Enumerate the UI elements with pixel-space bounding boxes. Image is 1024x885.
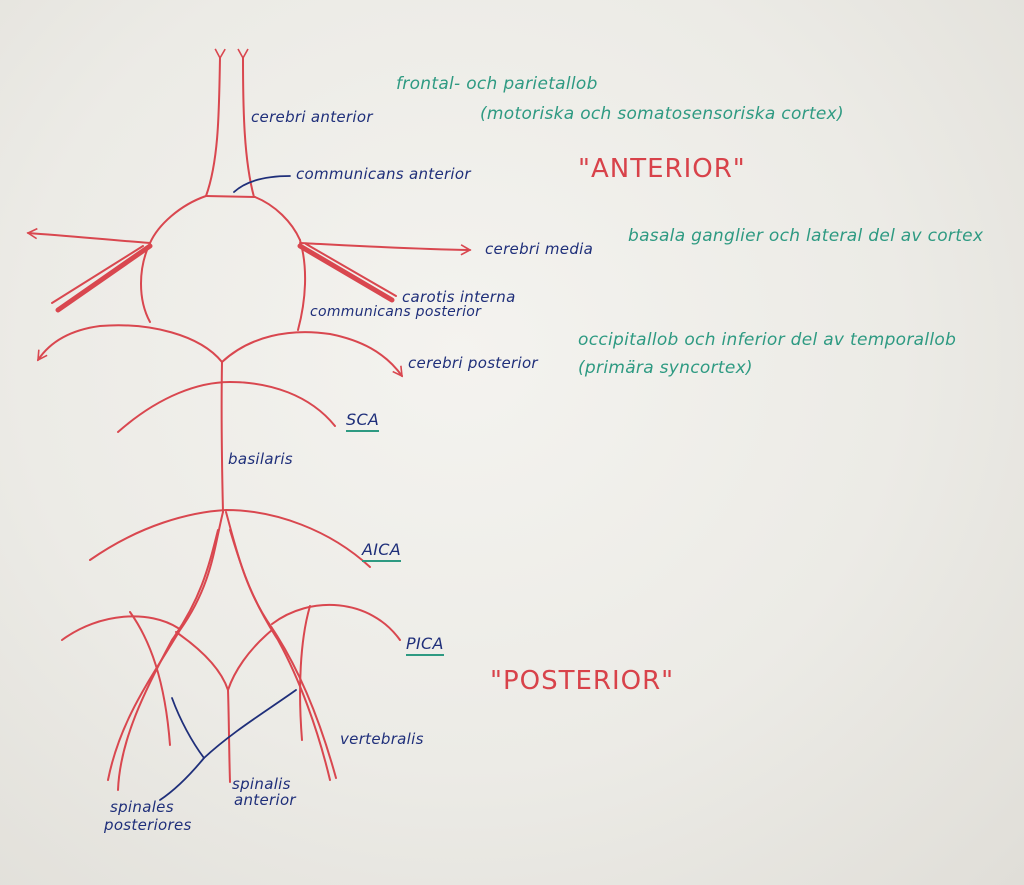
label-spinalis-anterior-line1: spinalis [232,775,291,793]
label-cerebri-media: cerebri media [485,240,594,258]
title-posterior: "POSTERIOR" [490,666,675,696]
pointer-lines [159,175,297,801]
artery-lines [26,48,472,791]
cerebri-posterior-right-line [221,331,403,378]
region-posterior-line2: (primära syncortex) [578,358,753,378]
label-communicans-anterior: communicans anterior [296,165,471,183]
pica-left-branch [129,611,171,746]
region-frontal-line2: (motoriska och somatosensoriska cortex) [480,104,844,124]
circle-left-side [140,242,151,323]
carotis-interna-right [297,243,395,303]
carotis-interna-right-edge [305,243,397,297]
label-pica: PICA [406,636,444,656]
label-cerebri-anterior: cerebri anterior [251,108,373,126]
spinalis-anterior-left-root [175,631,229,691]
communicans-anterior-pointer [233,175,291,193]
cerebri-anterior-right-line [237,48,255,198]
region-frontal-line1: frontal- och parietallob [396,74,598,94]
sca-line [117,381,336,433]
label-spinalis-anterior-line2: anterior [234,791,296,809]
label-spinales-posteriores-line2: posteriores [104,816,192,834]
region-media: basala ganglier och lateral del av corte… [628,226,984,246]
circle-upper-left [149,195,207,244]
label-sca: SCA [346,412,380,432]
cerebri-posterior-left-line [37,324,223,363]
cerebri-anterior-left-line [205,48,226,197]
title-anterior: "ANTERIOR" [578,154,746,184]
label-aica: AICA [362,542,401,562]
pica-right-line [271,603,401,641]
carotis-interna-left [55,243,153,313]
label-spinales-posteriores-line1: spinales [110,798,174,816]
region-posterior-line1: occipitallob och inferior del av tempora… [578,330,957,350]
label-cerebri-posterior: cerebri posterior [408,354,538,372]
pica-left-line [61,615,179,641]
spinales-left-pointer [171,697,205,759]
spinalis-anterior-right-root [227,629,273,691]
circle-upper-right [254,196,301,241]
communicans-anterior-line [205,195,256,198]
spinales-right-pointer [159,689,297,801]
label-vertebralis: vertebralis [340,730,424,748]
pica-right-branch [299,605,311,741]
vertebralis-left-inner [117,529,219,791]
label-communicans-posterior: communicans posterior [310,304,482,320]
basilaris-line [220,361,224,513]
circle-right-side [297,239,307,331]
vertebralis-left-line [107,511,224,781]
label-carotis-interna: carotis interna [402,288,516,306]
cerebri-media-right-line [299,242,472,256]
label-basilaris: basilaris [228,450,293,468]
cerebri-media-left-line [26,227,151,244]
spinalis-anterior-line [227,689,231,783]
vertebralis-right-inner [229,529,331,781]
aica-line [89,509,371,568]
carotis-interna-left-edge [51,245,144,304]
